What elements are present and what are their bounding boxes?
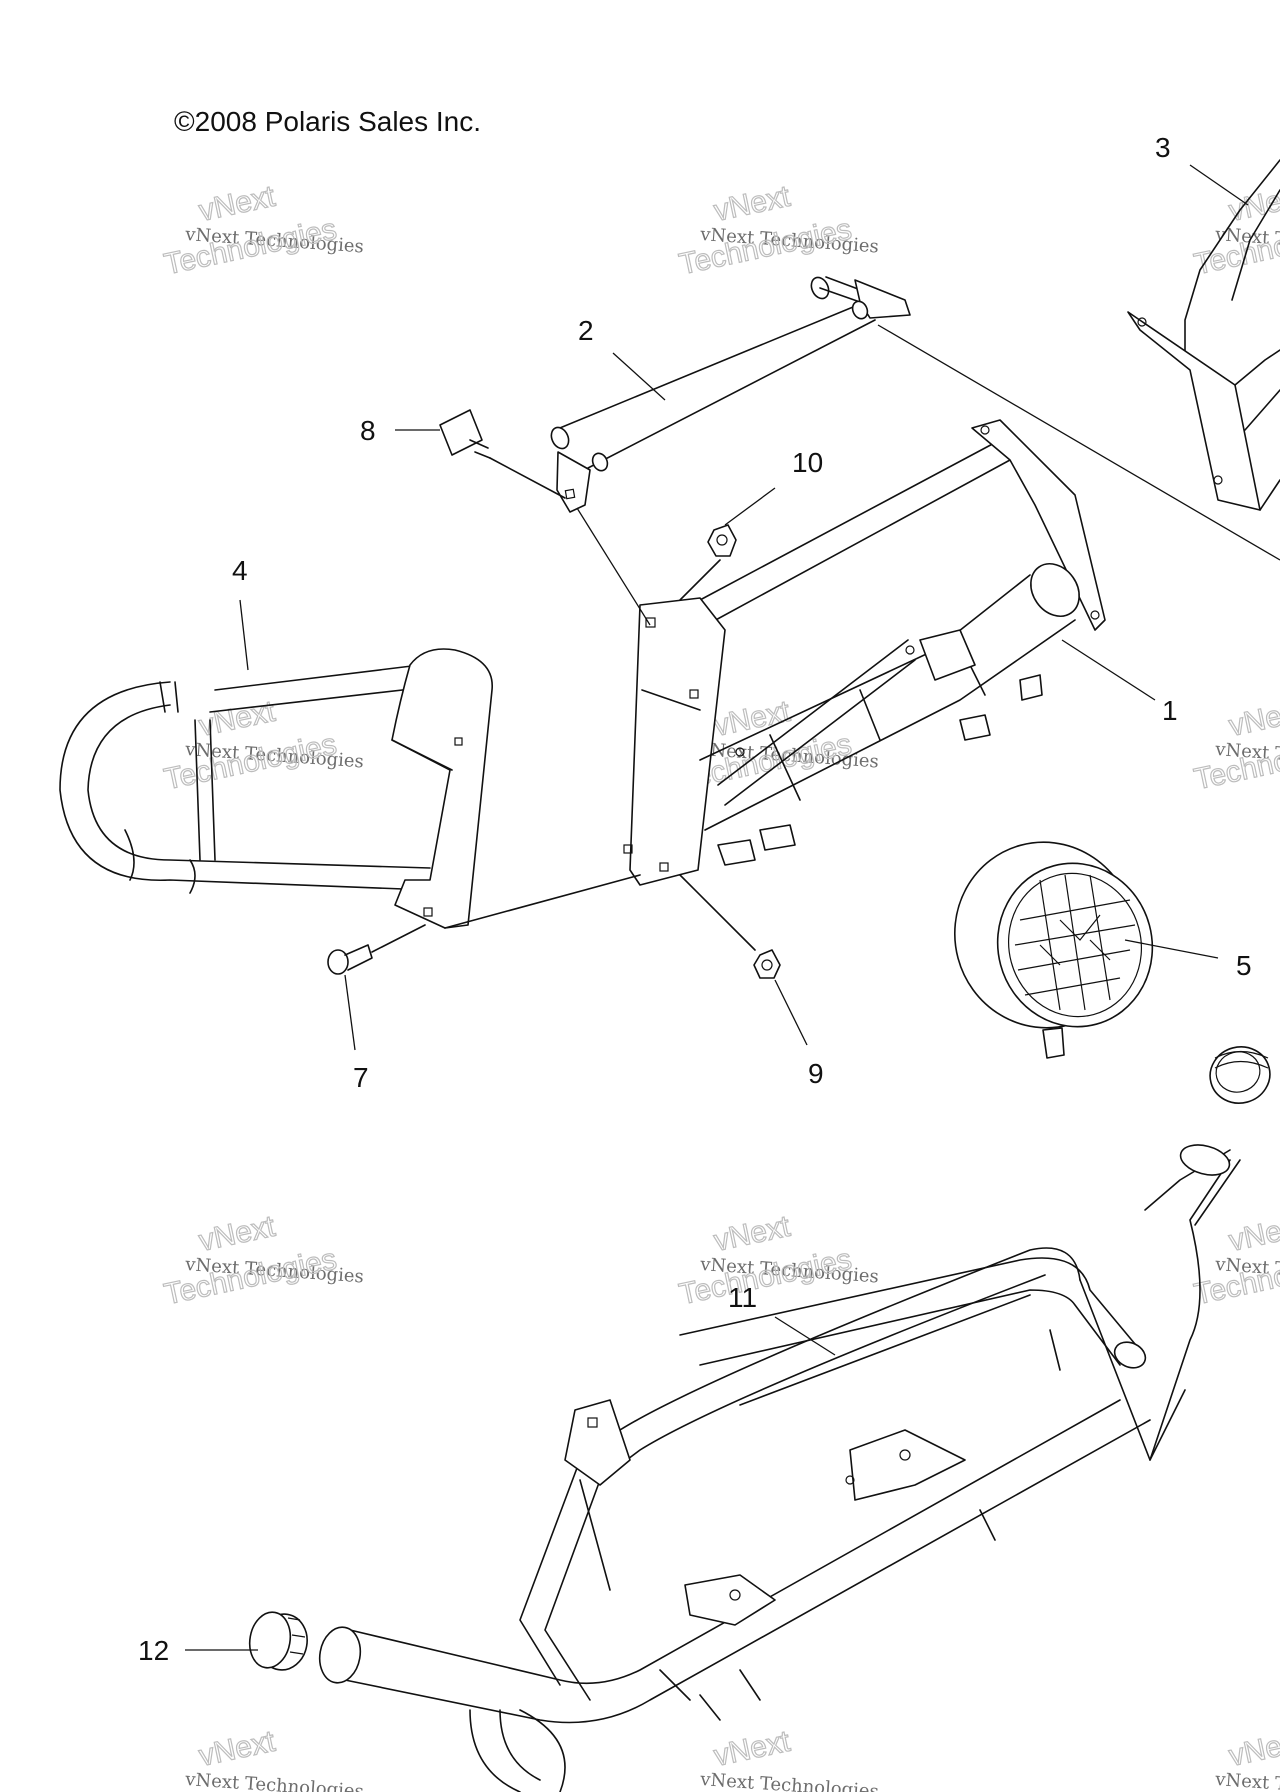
watermark: vNext vNext Technologies Technologies	[1191, 1209, 1280, 1312]
svg-text:vNext: vNext	[196, 695, 279, 743]
assembly-line	[576, 507, 651, 626]
svg-text:Technologies: Technologies	[676, 213, 854, 282]
watermark: vNext vNext Technologies	[1214, 1724, 1280, 1792]
end-cap-right	[1209, 1046, 1271, 1104]
callout-12: 12	[138, 1635, 169, 1666]
callout-3: 3	[1155, 132, 1171, 163]
callout-9: 9	[808, 1058, 824, 1089]
svg-text:vNext: vNext	[196, 1725, 279, 1773]
svg-text:Technologies: Technologies	[161, 1243, 339, 1312]
callout-numbers: 1 2 3 4 5 7 8 9 10 11 12	[138, 132, 1252, 1666]
callout-10: 10	[792, 447, 823, 478]
part-5-headlight	[953, 841, 1154, 1059]
part-9-nut	[679, 874, 781, 979]
watermark: vNext vNext Technologies Technologies	[161, 694, 365, 797]
watermark: vNext vNext Technologies	[184, 1724, 365, 1792]
svg-text:vNext: vNext	[1226, 1725, 1280, 1773]
copyright-notice: ©2008 Polaris Sales Inc.	[174, 106, 482, 137]
part-12-end-cap	[248, 1611, 308, 1671]
svg-text:vNext Technologies: vNext Technologies	[184, 1769, 365, 1792]
part-10-nut	[679, 524, 737, 601]
svg-text:vNext: vNext	[711, 1210, 794, 1258]
part-2-upper-mount-bar	[550, 276, 911, 513]
watermark: vNext vNext Technologies Technologies	[161, 179, 365, 282]
svg-text:vNext: vNext	[196, 180, 279, 228]
svg-text:vNext: vNext	[1226, 1210, 1280, 1258]
callout-7: 7	[353, 1062, 369, 1093]
part-11-lower-bumper	[318, 1144, 1241, 1792]
svg-text:Technologies: Technologies	[676, 1243, 854, 1312]
callout-4: 4	[232, 555, 248, 586]
svg-text:vNext Technologies: vNext Technologies	[699, 1769, 880, 1792]
callout-11: 11	[728, 1282, 757, 1313]
svg-text:vNext: vNext	[1226, 695, 1280, 743]
part-3-rear-bracket	[1127, 159, 1280, 511]
svg-text:vNext Technologies: vNext Technologies	[1214, 1769, 1280, 1792]
svg-text:vNext: vNext	[711, 180, 794, 228]
watermark: vNext vNext Technologies Technologies	[1191, 179, 1280, 282]
svg-text:Technologies: Technologies	[161, 213, 339, 282]
callout-2: 2	[578, 315, 594, 346]
svg-text:vNext: vNext	[711, 1725, 794, 1773]
part-4-side-guard	[59, 648, 641, 929]
callout-8: 8	[360, 415, 376, 446]
watermark: vNext vNext Technologies Technologies	[1191, 694, 1280, 797]
assembly-line	[877, 324, 1280, 561]
watermark: vNext vNext Technologies Technologies	[161, 1209, 365, 1312]
svg-text:vNext: vNext	[196, 1210, 279, 1258]
watermark: vNext vNext Technologies Technologies	[676, 179, 880, 282]
watermark: vNext vNext Technologies Technologies	[676, 1209, 880, 1312]
part-8-bolt	[439, 409, 566, 499]
callout-1: 1	[1162, 695, 1178, 726]
watermark: vNext vNext Technologies	[699, 1724, 880, 1792]
part-7-bolt	[327, 924, 426, 975]
callout-leaders	[185, 164, 1249, 1651]
callout-5: 5	[1236, 950, 1252, 981]
part-1-front-frame	[623, 419, 1106, 886]
svg-text:Technologies: Technologies	[161, 728, 339, 797]
